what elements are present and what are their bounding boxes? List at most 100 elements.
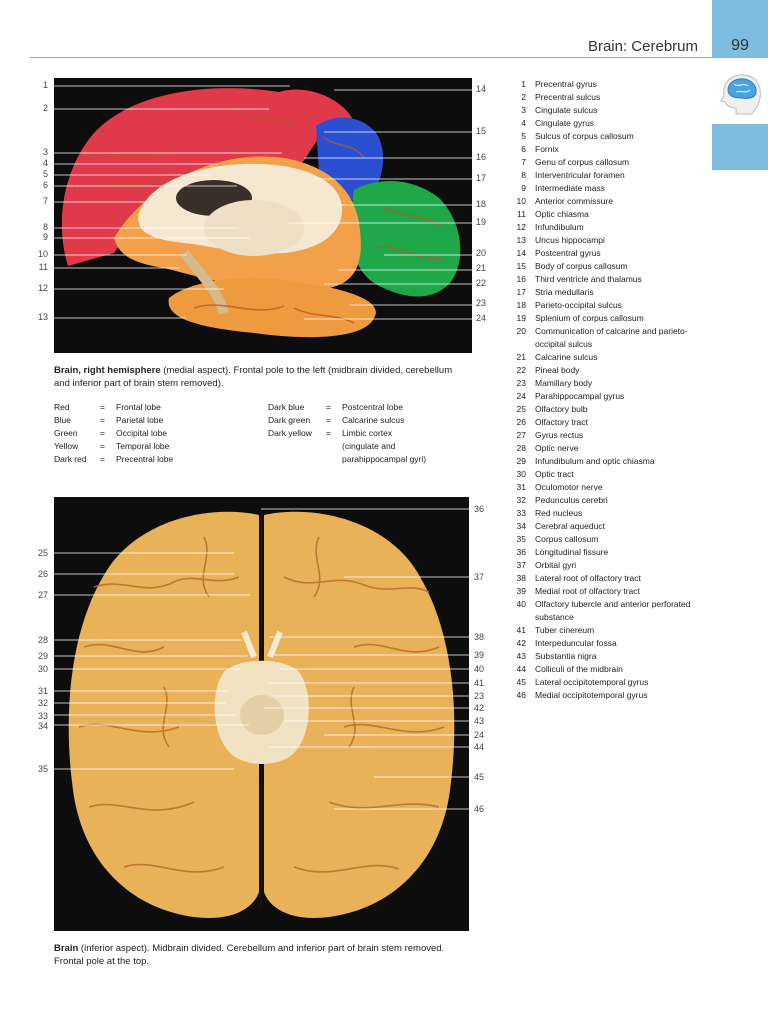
- header-tab: [712, 0, 768, 58]
- label-17: 17: [476, 173, 487, 183]
- label-24: 24: [476, 313, 487, 323]
- legend-number: 29: [516, 456, 526, 466]
- legend-text: Cingulate sulcus: [535, 105, 598, 115]
- label-45: 45: [474, 772, 485, 782]
- legend-number: 28: [516, 443, 526, 453]
- color-key-left: Red=Frontal lobe Blue=Parietal lobe Gree…: [54, 401, 173, 466]
- legend-text: Lateral occipitotemporal gyrus: [535, 677, 649, 687]
- label-39: 39: [474, 650, 485, 660]
- legend-text: Corpus callosum: [535, 534, 599, 544]
- label-19: 19: [476, 217, 487, 227]
- label-10: 10: [37, 249, 48, 259]
- legend-number: 8: [521, 170, 526, 180]
- legend-number: 43: [516, 651, 526, 661]
- legend-number: 44: [516, 664, 526, 674]
- label-27: 27: [37, 590, 48, 600]
- legend-text: Lateral root of olfactory tract: [535, 573, 641, 583]
- legend-text: Longitudinal fissure: [535, 547, 609, 557]
- label-41: 41: [474, 678, 485, 688]
- label-38: 38: [474, 632, 485, 642]
- label-20: 20: [476, 248, 487, 258]
- legend-number: 19: [516, 313, 526, 323]
- label-9: 9: [42, 232, 48, 242]
- legend-text: Red nucleus: [535, 508, 583, 518]
- legend-number: 14: [516, 248, 526, 258]
- legend-number: 31: [516, 482, 526, 492]
- key-equals: =: [100, 402, 105, 412]
- legend-text: Calcarine sulcus: [535, 352, 598, 362]
- key-equals: =: [326, 428, 331, 438]
- legend-number: 39: [516, 586, 526, 596]
- legend-number: 12: [516, 222, 526, 232]
- legend-text: Substantia nigra: [535, 651, 597, 661]
- legend-number: 3: [521, 105, 526, 115]
- legend-number: 2: [521, 92, 526, 102]
- legend-text: Pedunculus cerebri: [535, 495, 608, 505]
- label-18: 18: [476, 199, 487, 209]
- legend-number: 18: [516, 300, 526, 310]
- key-meaning: Occipital lobe: [116, 428, 168, 438]
- legend-text: Mamillary body: [535, 378, 593, 388]
- page-title: Brain: Cerebrum: [587, 38, 698, 55]
- legend-text: Olfactory tubercle and anterior perforat…: [535, 599, 691, 622]
- legend-text: Genu of corpus callosum: [535, 157, 630, 167]
- label-7: 7: [42, 196, 48, 206]
- label-43: 43: [474, 716, 485, 726]
- label-40: 40: [474, 664, 485, 674]
- label-4: 4: [42, 158, 48, 168]
- legend-text: Splenium of corpus callosum: [535, 313, 644, 323]
- legend-text: Interpeduncular fossa: [535, 638, 617, 648]
- legend-number: 46: [516, 690, 526, 700]
- legend-text: Gyrus rectus: [535, 430, 584, 440]
- legend-text: Optic nerve: [535, 443, 579, 453]
- legend-text: Orbital gyri: [535, 560, 577, 570]
- legend-number: 5: [521, 131, 526, 141]
- legend-number: 26: [516, 417, 526, 427]
- medial-brain-figure: [54, 78, 472, 353]
- label-14: 14: [476, 84, 487, 94]
- medial-brain-illustration: [54, 78, 472, 353]
- label-29: 29: [37, 651, 48, 661]
- legend-item: 40 Olfactory tubercle and anterior perfor…: [512, 598, 702, 624]
- figure2-caption-title: Brain: [54, 943, 79, 954]
- legend-number: 15: [516, 261, 526, 271]
- legend-number: 25: [516, 404, 526, 414]
- legend-number: 40: [516, 599, 526, 609]
- label-37: 37: [474, 572, 485, 582]
- key-equals: =: [100, 428, 105, 438]
- legend-text: Communication of calcarine and parieto-o…: [535, 326, 688, 349]
- label-2: 2: [42, 103, 48, 113]
- label-6: 6: [42, 180, 48, 190]
- label-13: 13: [37, 312, 48, 322]
- side-tab: [712, 124, 768, 170]
- legend-number: 22: [516, 365, 526, 375]
- label-36: 36: [474, 504, 485, 514]
- legend-text: Infundibulum: [535, 222, 584, 232]
- key-meaning: Calcarine sulcus: [342, 415, 405, 425]
- legend-text: Cerebral aqueduct: [535, 521, 605, 531]
- label-23b: 23: [474, 691, 485, 701]
- figure1-caption-text: (medial aspect). Frontal pole to the lef…: [54, 365, 453, 389]
- legend-number: 4: [521, 118, 526, 128]
- legend-text: Intermediate mass: [535, 183, 605, 193]
- color-key-right: Dark blue=Postcentral lobe Dark green=Ca…: [268, 401, 426, 466]
- legend-text: Postcentral gyrus: [535, 248, 601, 258]
- label-21: 21: [476, 263, 487, 273]
- label-3: 3: [42, 147, 48, 157]
